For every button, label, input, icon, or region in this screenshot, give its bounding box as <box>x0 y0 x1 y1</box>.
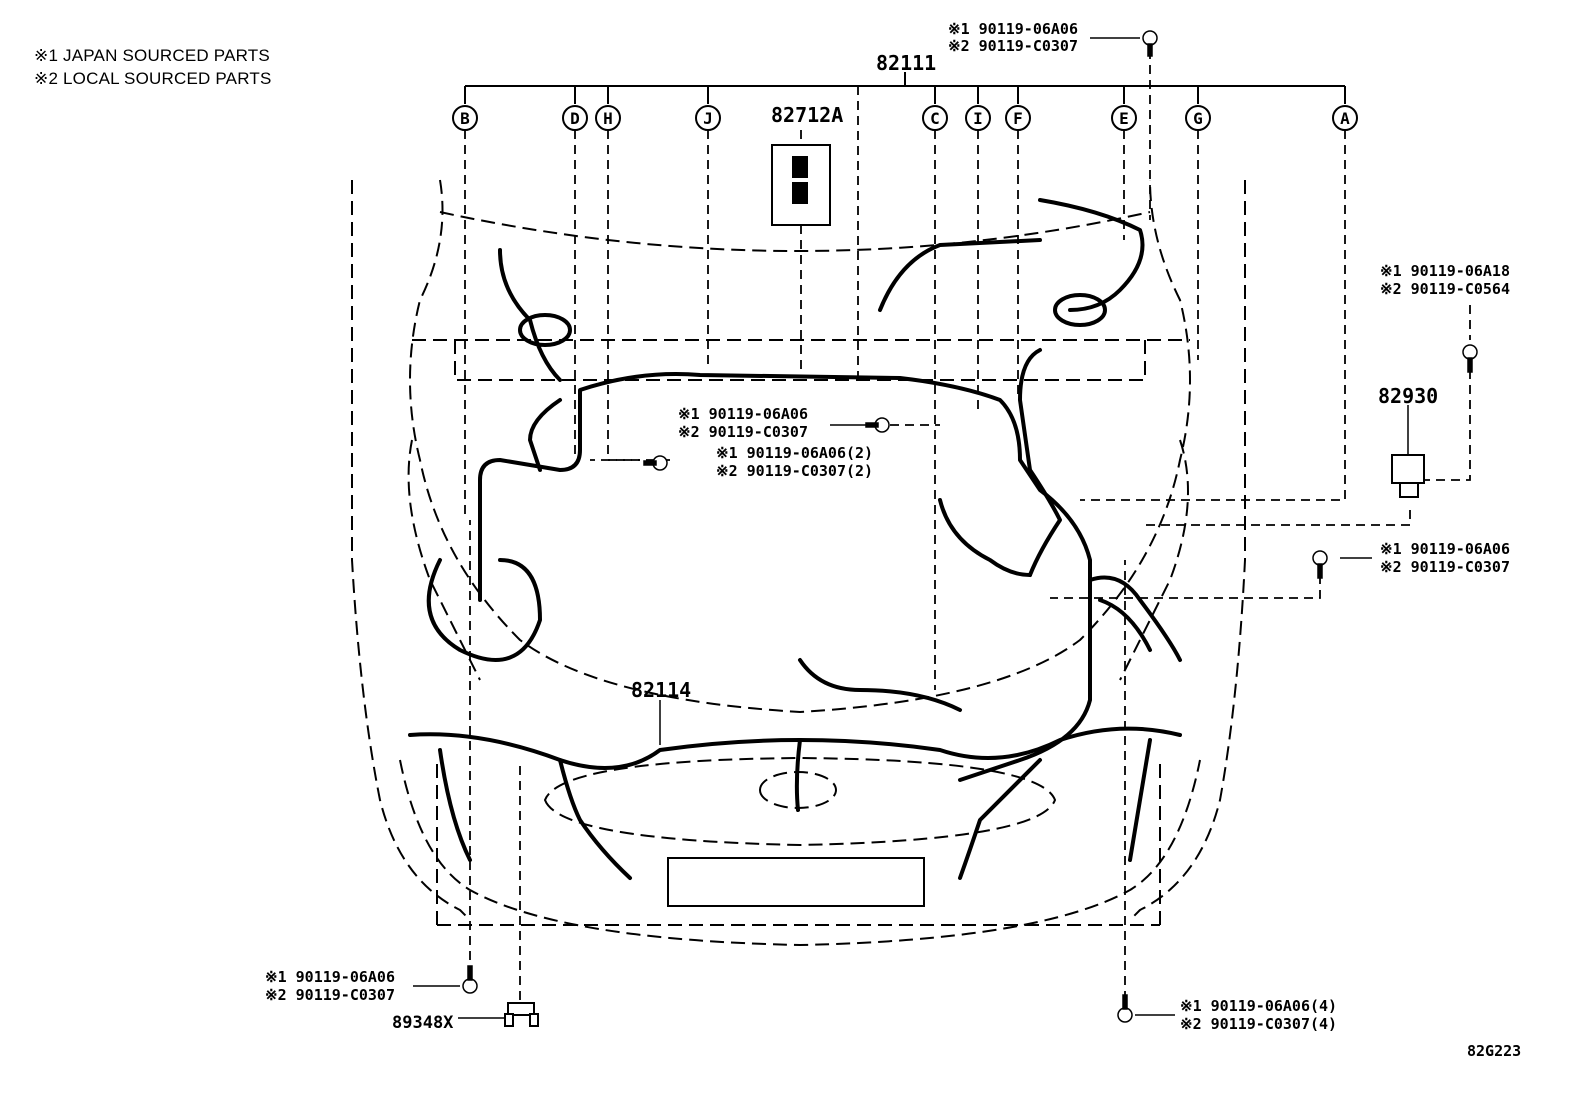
branch-h: H <box>595 105 621 131</box>
engine-bay-box <box>412 339 1190 381</box>
part-82712a: 82712A <box>771 103 843 127</box>
branch-letter-label: A <box>1340 109 1350 128</box>
harness-center-right <box>938 498 1032 577</box>
strut-right <box>1119 439 1189 681</box>
bolt-icon <box>1462 344 1478 373</box>
harness-right-cluster <box>1088 575 1182 662</box>
harness-left-loop <box>426 558 542 662</box>
grille-oval <box>543 756 1057 847</box>
callout-bottom-right-local: ※2 90119-C0307(4) <box>1180 1015 1337 1033</box>
bumper-outline <box>399 759 1201 947</box>
branch-d: D <box>562 105 588 131</box>
bolt-icon <box>643 455 668 471</box>
callout-top-japan: ※1 90119-06A06 <box>948 20 1078 38</box>
branch-letter-label: E <box>1119 109 1129 128</box>
callout-right-mid-local: ※2 90119-C0307 <box>1380 558 1510 576</box>
branch-b: B <box>452 105 478 131</box>
branch-letter-label: B <box>460 109 470 128</box>
harness-left-upper <box>528 238 1042 472</box>
branch-a: A <box>1332 105 1358 131</box>
relay-block <box>771 144 831 226</box>
branch-f: F <box>1005 105 1031 131</box>
callout-center-left-local: ※2 90119-C0307(2) <box>716 462 873 480</box>
harness-front-loop <box>798 658 962 712</box>
legend-japan-sourced: ※1 JAPAN SOURCED PARTS <box>34 46 270 65</box>
branch-letter-label: H <box>603 109 613 128</box>
bolt-icon <box>865 417 890 433</box>
emblem-oval <box>759 771 838 809</box>
branch-g: G <box>1185 105 1211 131</box>
bolt-icon <box>1312 550 1328 579</box>
harness-front-left-drop <box>438 748 632 880</box>
harness-front <box>408 726 1182 770</box>
branch-letter-label: I <box>973 109 983 128</box>
branch-e: E <box>1111 105 1137 131</box>
body-outline-left <box>351 180 471 921</box>
callout-center-local: ※2 90119-C0307 <box>678 423 808 441</box>
branch-c: C <box>922 105 948 131</box>
callout-bottom-left-japan: ※1 90119-06A06 <box>265 968 395 986</box>
harness-front-right-drop <box>958 738 1152 880</box>
hood-edge <box>439 211 1151 252</box>
lower-dashed-box <box>436 760 1161 926</box>
branch-letter-label: G <box>1193 109 1203 128</box>
branch-j: J <box>695 105 721 131</box>
diagram-code: 82G223 <box>1467 1042 1521 1060</box>
bolt-icon <box>1117 994 1133 1023</box>
harness-upper-left <box>498 248 572 382</box>
callout-center-japan: ※1 90119-06A06 <box>678 405 808 423</box>
callout-top-local: ※2 90119-C0307 <box>948 37 1078 55</box>
sensor-82930 <box>1391 454 1425 498</box>
branch-letter-label: F <box>1013 109 1023 128</box>
branch-letter-label: J <box>703 109 713 128</box>
harness-upper-right <box>1038 198 1145 327</box>
body-outline-right <box>1129 180 1246 921</box>
hood-front <box>409 179 1191 714</box>
branch-i: I <box>965 105 991 131</box>
license-plate <box>667 857 925 907</box>
callout-right-top-local: ※2 90119-C0564 <box>1380 280 1510 298</box>
part-82930: 82930 <box>1378 384 1438 408</box>
legend-local-sourced: ※2 LOCAL SOURCED PARTS <box>34 69 272 88</box>
callout-right-top-japan: ※1 90119-06A18 <box>1380 262 1510 280</box>
main-harness-bracket <box>464 72 1346 104</box>
callout-bottom-left-local: ※2 90119-C0307 <box>265 986 395 1004</box>
callout-bottom-right-japan: ※1 90119-06A06(4) <box>1180 997 1337 1015</box>
bolt-icon <box>462 965 478 994</box>
part-89348x: 89348X <box>392 1013 454 1033</box>
harness-right-branch <box>1018 348 1062 577</box>
part-82114: 82114 <box>631 678 691 702</box>
branch-letter-label: C <box>930 109 940 128</box>
callout-right-mid-japan: ※1 90119-06A06 <box>1380 540 1510 558</box>
branch-letter-label: D <box>570 109 580 128</box>
harness-center-drop <box>794 738 802 812</box>
callout-center-left-japan: ※1 90119-06A06(2) <box>716 444 873 462</box>
harness-main-trunk <box>478 372 1092 782</box>
clip-89348x <box>504 1002 539 1027</box>
part-82111: 82111 <box>876 51 936 75</box>
bolt-icon <box>1142 30 1158 57</box>
